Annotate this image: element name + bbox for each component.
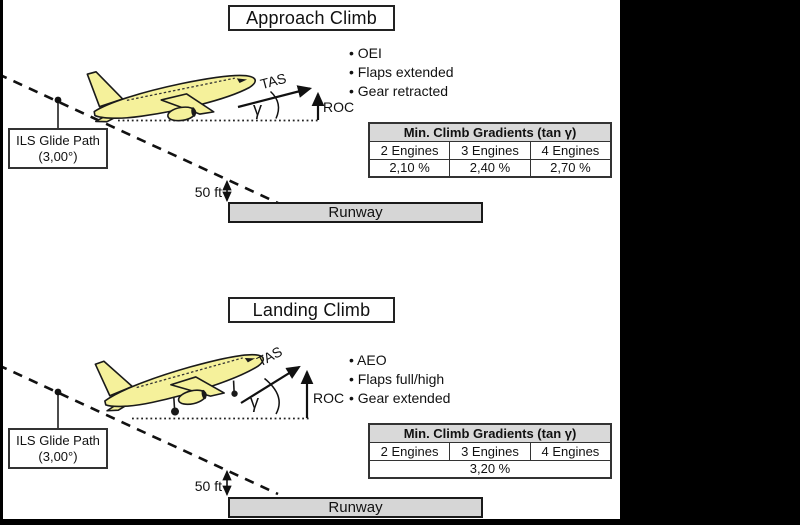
ils-glide-path-label: ILS Glide Path (3,00°) — [8, 428, 108, 469]
tas-label: TAS — [259, 70, 288, 92]
column-header: 2 Engines — [368, 140, 451, 160]
nose-gear-wheel — [231, 390, 238, 397]
landing-climb-title: Landing Climb — [228, 297, 395, 323]
landing-climb-graphic: TAS ROC γ 50 ft — [3, 343, 344, 497]
main-gear-wheel — [171, 407, 180, 416]
ils-label-line2: (3,00°) — [38, 449, 78, 464]
roc-label: ROC — [313, 390, 344, 406]
condition-item: Flaps extended — [349, 63, 454, 82]
ils-label-line2: (3,00°) — [38, 149, 78, 164]
cockpit-window — [244, 357, 256, 363]
cockpit-window — [236, 78, 248, 83]
gradient-value: 2,40 % — [449, 158, 531, 178]
window-row — [126, 77, 235, 101]
column-header: 2 Engines — [368, 441, 451, 461]
condition-item: AEO — [349, 351, 450, 370]
table-title: Min. Climb Gradients (tan γ) — [368, 423, 612, 443]
column-header: 3 Engines — [449, 441, 531, 461]
gamma-angle-arc — [264, 377, 280, 415]
airplane-icon — [86, 71, 257, 123]
main-gear-strut — [173, 397, 176, 410]
column-header: 3 Engines — [449, 140, 531, 160]
gamma-label: γ — [253, 99, 262, 119]
gradient-value: 2,10 % — [368, 158, 451, 178]
approach-climb-graphic: TAS ROC γ 50 ft — [3, 70, 354, 205]
gamma-label: γ — [250, 392, 259, 412]
airplane-icon — [94, 353, 265, 416]
window-row — [136, 357, 243, 389]
ils-label-line1: ILS Glide Path — [16, 133, 100, 148]
tas-arrow — [237, 85, 313, 109]
nose-gear-strut — [232, 380, 235, 392]
gradient-value-merged: 3,20 % — [368, 459, 612, 479]
landing-conditions-list: AEO Flaps full/high Gear extended — [349, 351, 450, 408]
ils-label-line1: ILS Glide Path — [16, 433, 100, 448]
condition-item: Gear extended — [349, 389, 451, 408]
gamma-angle-arc — [269, 90, 280, 119]
roc-label: ROC — [323, 99, 354, 115]
approach-gradients-table: Min. Climb Gradients (tan γ) 2 Engines 3… — [368, 122, 612, 178]
landing-gradients-table: Min. Climb Gradients (tan γ) 2 Engines 3… — [368, 423, 612, 479]
condition-item: Gear retracted — [349, 82, 454, 101]
gradient-value: 2,70 % — [529, 158, 612, 178]
tas-label: TAS — [254, 343, 285, 369]
approach-conditions-list: OEI Flaps extended Gear retracted — [349, 44, 454, 101]
condition-item: OEI — [349, 44, 454, 63]
runway-bar: Runway — [228, 497, 483, 518]
column-header: 4 Engines — [529, 441, 612, 461]
fifty-ft-label: 50 ft — [195, 184, 222, 200]
condition-item: Flaps full/high — [349, 370, 450, 389]
engine-intake — [201, 389, 207, 400]
fifty-ft-label: 50 ft — [195, 478, 222, 494]
runway-bar: Runway — [228, 202, 483, 223]
diagram-canvas: TAS ROC γ 50 ft Approach Climb OEI Flaps… — [3, 0, 620, 519]
tas-arrow — [240, 365, 301, 404]
table-title: Min. Climb Gradients (tan γ) — [368, 122, 612, 142]
approach-climb-title: Approach Climb — [228, 5, 395, 31]
column-header: 4 Engines — [529, 140, 612, 160]
engine-intake — [191, 107, 196, 117]
ils-glide-path-label: ILS Glide Path (3,00°) — [8, 128, 108, 169]
